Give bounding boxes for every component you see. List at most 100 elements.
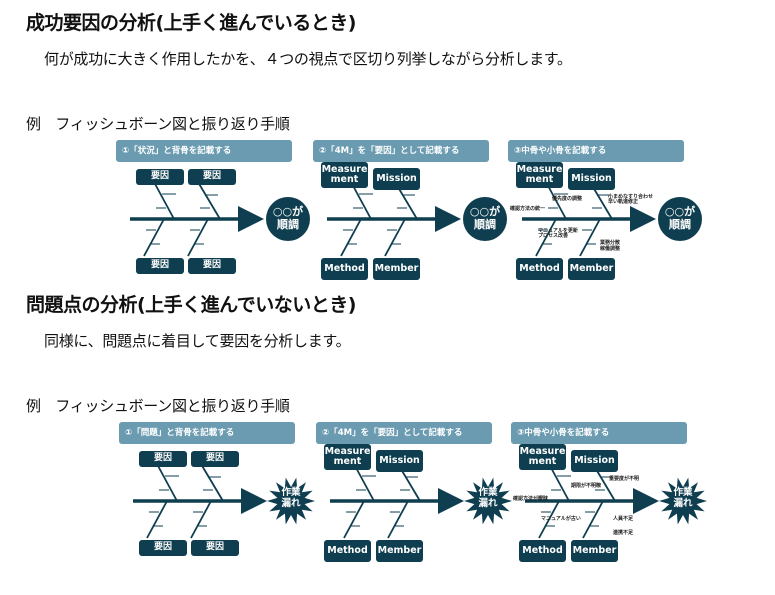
rib-bone xyxy=(143,218,165,257)
factor-box-mission: Mission xyxy=(568,168,615,190)
section2-example-label: 例 フィッシュボーン図と振り返り手順 xyxy=(26,397,290,415)
section2-title: 問題点の分析(上手く進んでいないとき) xyxy=(26,294,356,316)
bone-note: 重要度が不明 xyxy=(609,476,640,482)
bone-note: 早い軌道修正 xyxy=(608,199,639,205)
rib-bone xyxy=(535,218,557,257)
factor-box-member: Member xyxy=(373,258,420,280)
goal-label-line: 漏れ xyxy=(281,497,301,509)
goal-burst-icon xyxy=(267,477,315,525)
factor-box-mission: Mission xyxy=(571,450,618,472)
section2-lead: 同様に、問題点に着目して要因を分析します。 xyxy=(44,332,351,350)
goal-label-line: 作業 xyxy=(281,487,301,498)
bone-note: 連携不足 xyxy=(613,530,634,536)
factor-box-member: Member xyxy=(568,258,615,280)
bone-note: マニュアルを更新 xyxy=(538,228,578,234)
step-header: ①「状況」と背骨を記載する xyxy=(116,140,292,162)
section1-example-label: 例 フィッシュボーン図と振り返り手順 xyxy=(26,115,290,133)
factor-box-method: Method xyxy=(519,540,566,562)
rib-bone xyxy=(187,218,209,257)
rib-bone xyxy=(350,181,372,220)
factor-box: 要因 xyxy=(139,540,187,556)
goal-label-line: 漏れ xyxy=(673,497,693,509)
step-header: ③中骨や小骨を記載する xyxy=(508,140,684,162)
goal-circle xyxy=(658,197,702,241)
section1-fishbone-step-1: ①「状況」と背骨を記載する○○が順調要因要因要因要因 xyxy=(116,140,310,278)
goal-circle xyxy=(463,197,507,241)
factor-box-mission: Mission xyxy=(376,450,423,472)
bone-note: 業務分散 xyxy=(600,240,621,246)
factor-box: 要因 xyxy=(136,169,184,185)
rib-bone xyxy=(582,500,604,539)
goal-label-line: ○○が xyxy=(664,205,696,218)
bone-note: マニュアルが古い xyxy=(541,516,581,522)
fishbone-diagram xyxy=(525,463,707,539)
bone-note: 小まめなすり合わせ xyxy=(608,194,654,200)
arrow-head-icon xyxy=(241,488,267,514)
goal-label-line: 順調 xyxy=(669,217,691,231)
goal-label-line: ○○が xyxy=(272,205,304,218)
goal-label-line: 漏れ xyxy=(478,497,498,509)
factor-box-member: Member xyxy=(571,540,618,562)
goal-label: 作業漏れ xyxy=(269,487,313,510)
rib-bone xyxy=(197,181,221,220)
bone-note: 確認方法が曖昧 xyxy=(513,496,549,502)
section1-title: 成功要因の分析(上手く進んでいるとき) xyxy=(26,12,356,34)
rib-bone xyxy=(153,181,175,220)
goal-label-line: 作業 xyxy=(673,487,693,498)
step-header: ③中骨や小骨を記載する xyxy=(511,422,687,444)
goal-burst-icon xyxy=(659,477,707,525)
arrow-head-icon xyxy=(630,206,656,232)
rib-bone xyxy=(353,463,375,502)
goal-label: ○○が順調 xyxy=(658,205,702,231)
rib-bone xyxy=(579,218,601,257)
fishbone-diagram xyxy=(133,463,315,539)
goal-label: 作業漏れ xyxy=(661,487,705,510)
factor-box-method: Method xyxy=(324,540,371,562)
factor-box-member: Member xyxy=(376,540,423,562)
goal-label-line: 順調 xyxy=(277,217,299,231)
arrow-head-icon xyxy=(238,206,264,232)
section2-fishbone-step-1: ①「問題」と背骨を記載する作業漏れ要因要因要因要因 xyxy=(119,422,315,560)
goal-label-line: ○○が xyxy=(469,205,501,218)
factor-box: 要因 xyxy=(188,258,236,274)
factor-box: 要因 xyxy=(188,169,236,185)
rib-bone xyxy=(190,500,212,539)
factor-box-mission: Mission xyxy=(373,168,420,190)
section1-lead: 何が成功に大きく作用したかを、４つの視点で区切り列挙しながら分析します。 xyxy=(44,50,572,68)
goal-circle xyxy=(266,197,310,241)
factor-box: 要因 xyxy=(139,451,187,467)
rib-bone xyxy=(343,500,365,539)
rib-bone xyxy=(146,500,168,539)
rib-bone xyxy=(200,463,224,502)
factor-box: 要因 xyxy=(136,258,184,274)
goal-label: ○○が順調 xyxy=(266,205,310,231)
rib-bone xyxy=(545,181,567,220)
bone-note: 優先度の調整 xyxy=(552,196,583,202)
rib-bone xyxy=(387,500,409,539)
goal-label-line: 順調 xyxy=(474,217,496,231)
rib-bone xyxy=(384,218,406,257)
goal-label: ○○が順調 xyxy=(463,205,507,231)
bone-note: 期限が不明瞭 xyxy=(571,483,602,489)
fishbone-diagram xyxy=(130,181,310,257)
goal-label-line: 作業 xyxy=(478,487,498,498)
step-header: ②「4M」を「要因」として記載する xyxy=(313,140,489,162)
rib-bone xyxy=(548,463,570,502)
fishbone-diagram xyxy=(330,463,512,539)
bone-note: 人員不足 xyxy=(613,516,634,522)
fishbone-diagram xyxy=(327,181,507,257)
step-header: ②「4M」を「要因」として記載する xyxy=(316,422,492,444)
arrow-head-icon xyxy=(435,206,461,232)
factor-box: 要因 xyxy=(191,451,239,467)
rib-bone xyxy=(340,218,362,257)
factor-box: 要因 xyxy=(191,540,239,556)
arrow-head-icon xyxy=(438,488,464,514)
